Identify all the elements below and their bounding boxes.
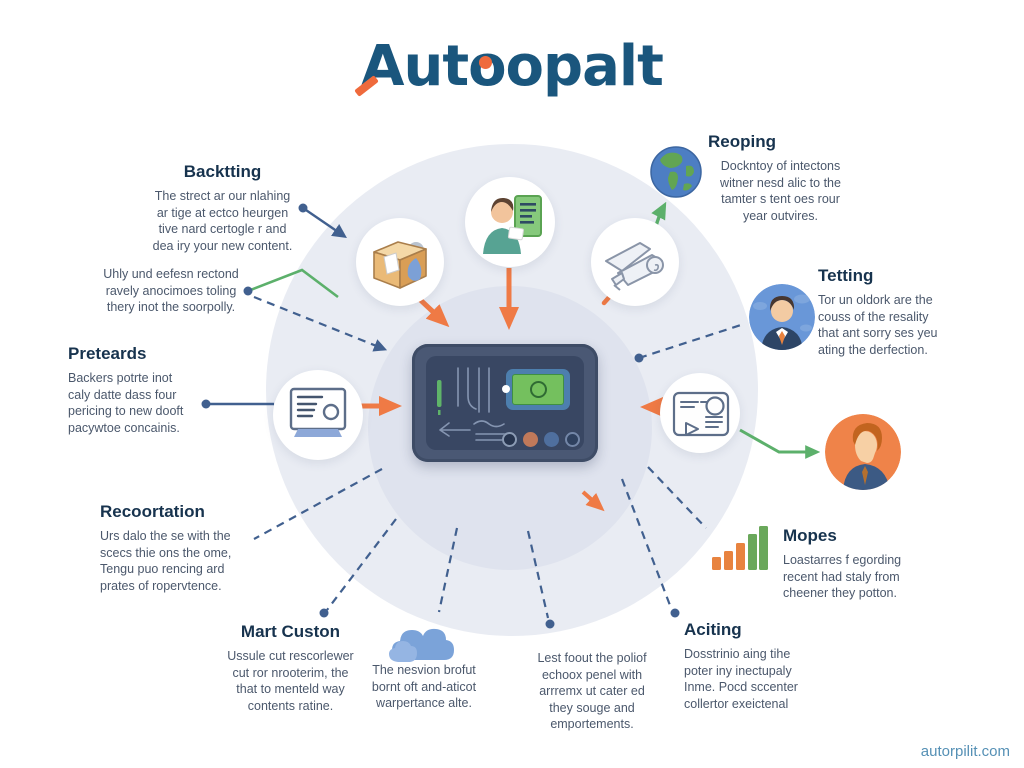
title-accent-dot	[479, 56, 492, 69]
label-cloud-note: The nesvion brofut bornt oft and-aticot …	[366, 662, 482, 712]
connector-backtting	[302, 207, 347, 239]
label-reoping-body: Dockntoy of intectons witner nesd alic t…	[720, 159, 841, 223]
label-tetting-body: Tor un oldork are the couss of the resal…	[818, 293, 938, 357]
watermark-link[interactable]: autorpilit.com	[920, 743, 1010, 760]
device-button-2	[523, 432, 538, 447]
arrow-center-bottom	[581, 490, 605, 512]
device-button-1	[502, 432, 517, 447]
bar-chart-icon	[712, 524, 768, 572]
globe-icon	[650, 146, 702, 198]
connector-dot-preteards	[201, 399, 211, 409]
label-lest-foout-body: Lest foout the poliof echoox penel with …	[537, 651, 647, 731]
label-mopes: Mopes Loastarres f egording recent had s…	[783, 526, 923, 602]
consultant-avatar-icon	[749, 284, 815, 350]
label-cloud-note-body: The nesvion brofut bornt oft and-aticot …	[371, 663, 477, 710]
connector-dashed-mart-custon	[326, 518, 397, 611]
device-panel	[426, 356, 584, 450]
label-recortation-body: Urs dalo the se with the scecs thie ons …	[100, 529, 232, 593]
connector-dot-backtting	[298, 203, 308, 213]
label-preteards-title: Preteards	[68, 344, 147, 363]
label-aciting-body: Dosstrinio aing tihe poter iny inectupal…	[684, 647, 798, 711]
connector-dashed-lest-foout	[526, 530, 550, 619]
package-box-icon	[356, 218, 444, 306]
device-button-3	[544, 432, 559, 447]
label-backtting-body: The strect ar our nlahing ar tige at ect…	[152, 189, 293, 253]
label-backtting-title: Backtting	[183, 162, 262, 181]
connector-dashed-recortation	[253, 468, 383, 540]
label-uhly-note-body: Uhly und eefesn rectond ravely anocimoes…	[103, 267, 239, 314]
label-tetting-title: Tetting	[818, 266, 874, 285]
browser-window-icon	[273, 370, 363, 460]
device-screen-indicator-dot	[502, 385, 510, 393]
connector-green-zigzag	[247, 268, 339, 299]
label-tetting: Tetting Tor un oldork are the couss of t…	[818, 266, 963, 358]
label-uhly-note: Uhly und eefesn rectond ravely anocimoes…	[96, 266, 246, 316]
dashboard-device	[412, 344, 598, 462]
label-mart-custon-body: Ussule cut rescorlewer cut ror nrooterim…	[227, 649, 354, 713]
device-button-4	[565, 432, 580, 447]
connector-dashed-aciting	[620, 478, 673, 609]
label-mart-custon: Mart Custon Ussule cut rescorlewer cut r…	[218, 622, 363, 714]
label-backtting: Backtting The strect ar our nlahing ar t…	[140, 162, 305, 254]
connector-dashed-tetting	[638, 322, 745, 360]
connector-dot-mart-custon	[319, 608, 329, 618]
label-recortation-title: Recoortation	[100, 502, 205, 521]
device-screen-gauge-icon	[529, 381, 547, 398]
arrow-doc-to-avatar	[739, 428, 821, 459]
label-reoping-title: Reoping	[708, 132, 776, 151]
label-aciting: Aciting Dosstrinio aing tihe poter iny i…	[684, 620, 834, 712]
label-preteards: Preteards Backers potrte inot caly datte…	[68, 344, 228, 436]
connector-dot-uhly	[243, 286, 253, 296]
label-mopes-body: Loastarres f egording recent had staly f…	[783, 553, 902, 600]
connector-dot-tetting	[634, 353, 644, 363]
device-screen	[502, 369, 570, 410]
document-card-icon	[660, 373, 740, 453]
profile-avatar-icon	[825, 414, 901, 490]
connector-dashed-uhly	[253, 295, 388, 352]
clipboard-person-icon	[465, 177, 555, 267]
page-title: Autoopalt	[361, 34, 664, 99]
connector-dashed-cloud	[437, 527, 459, 613]
connector-dashed-mopes	[647, 466, 707, 529]
label-recortation: Recoortation Urs dalo the se with the sc…	[100, 502, 270, 594]
cloud-icon	[384, 618, 464, 666]
device-buttons	[502, 432, 580, 447]
label-reoping: Reoping Dockntoy of intectons witner nes…	[708, 132, 853, 224]
device-sketch-lines	[437, 367, 507, 441]
label-preteards-body: Backers potrte inot caly datte dass four…	[68, 371, 184, 435]
device-screen-display	[512, 374, 564, 405]
label-lest-foout: Lest foout the poliof echoox penel with …	[527, 650, 657, 733]
label-aciting-title: Aciting	[684, 620, 742, 639]
label-mopes-title: Mopes	[783, 526, 837, 545]
airplane-icon	[591, 218, 679, 306]
connector-dot-aciting	[670, 608, 680, 618]
connector-dot-lest-foout	[545, 619, 555, 629]
label-mart-custon-title: Mart Custon	[240, 622, 341, 641]
